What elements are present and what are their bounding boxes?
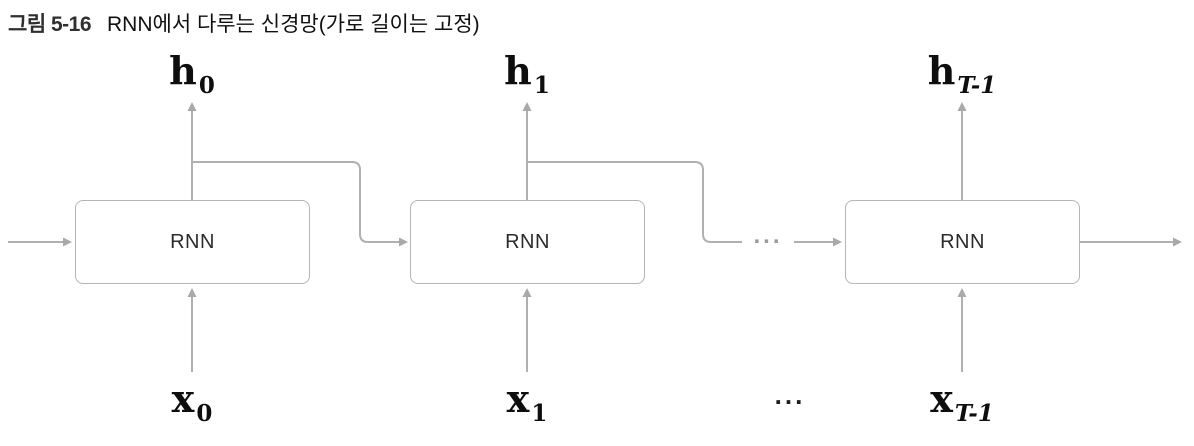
math-base: h bbox=[927, 48, 956, 93]
rnn-unit-1: RNN bbox=[410, 200, 645, 284]
recurrent-arrow-0-1 bbox=[192, 161, 408, 247]
math-base: x bbox=[930, 376, 953, 421]
rnn-unit-label: RNN bbox=[940, 230, 985, 253]
math-base: h bbox=[504, 48, 532, 93]
ellipsis-mid: ... bbox=[753, 222, 783, 249]
math-base: x bbox=[171, 376, 195, 421]
hidden-state-label-2: hT-1 bbox=[882, 48, 1042, 99]
rnn-unit-label: RNN bbox=[170, 230, 215, 253]
figure-title: RNN에서 다루는 신경망(가로 길이는 고정) bbox=[107, 13, 480, 36]
ellipsis-bottom: ... bbox=[774, 380, 806, 410]
rnn-unit-2: RNN bbox=[845, 200, 1080, 284]
rnn-unit-0: RNN bbox=[75, 200, 310, 284]
math-base: x bbox=[506, 376, 530, 421]
hidden-state-label-1: h1 bbox=[447, 48, 607, 99]
input-label-2: xT-1 bbox=[882, 376, 1042, 427]
math-sub: T-1 bbox=[954, 400, 994, 427]
recurrent-arrow-1-2-a bbox=[527, 161, 742, 243]
math-base: h bbox=[169, 48, 197, 93]
math-sub: 0 bbox=[198, 72, 215, 99]
figure-caption: 그림 5-16 RNN에서 다루는 신경망(가로 길이는 고정) bbox=[8, 8, 480, 38]
rnn-unit-label: RNN bbox=[505, 230, 550, 253]
input-label-0: x0 bbox=[112, 376, 272, 427]
math-sub: 1 bbox=[531, 400, 548, 427]
input-label-1: x1 bbox=[447, 376, 607, 427]
figure-label: 그림 5-16 bbox=[8, 13, 92, 36]
hidden-state-label-0: h0 bbox=[112, 48, 272, 99]
math-sub: 1 bbox=[533, 72, 550, 99]
math-sub: 0 bbox=[196, 400, 213, 427]
math-sub: T-1 bbox=[957, 72, 997, 99]
